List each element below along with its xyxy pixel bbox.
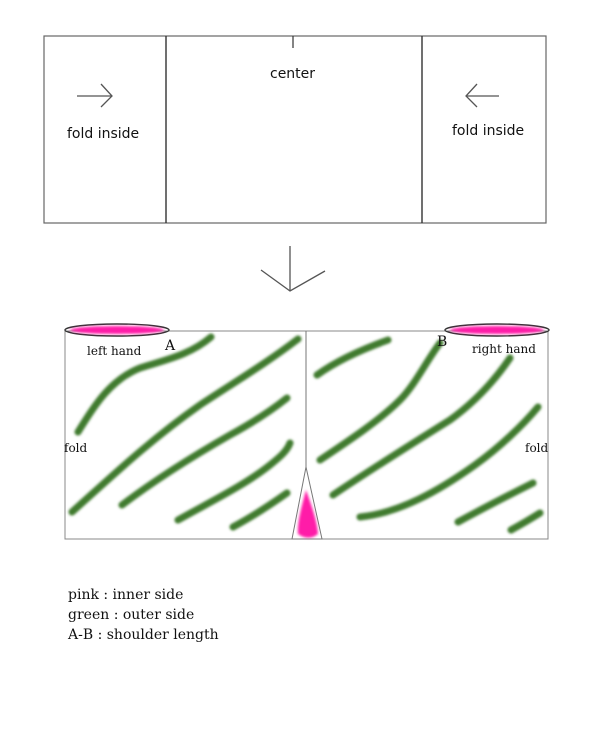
green-stripe <box>507 509 544 534</box>
left-fold-inside-label: fold inside <box>67 126 139 142</box>
legend-green: green : outer side <box>68 607 195 623</box>
right-fold-inside-label: fold inside <box>452 123 524 139</box>
right-hand-label: right hand <box>472 342 536 356</box>
legend: pink : inner side green : outer side A-B… <box>68 585 219 645</box>
green-stripe <box>74 333 215 436</box>
center-gusset-pink-mark <box>297 490 318 538</box>
top-fabric-panel: center fold inside fold inside <box>43 35 547 224</box>
right-hand-pink-mark <box>444 323 550 337</box>
green-stripe <box>68 335 302 516</box>
down-arrow-icon <box>260 246 326 292</box>
legend-pink: pink : inner side <box>68 587 184 603</box>
green-stripe <box>313 336 392 379</box>
right-fold-label: fold <box>525 441 549 455</box>
green-stripe <box>316 339 444 464</box>
legend-ab: A-B : shoulder length <box>68 627 219 643</box>
left-fold-label: fold <box>64 441 88 455</box>
green-stripes <box>68 333 544 534</box>
top-fabric-outline <box>43 35 547 224</box>
left-arrow-icon <box>465 83 499 108</box>
green-stripe <box>118 394 291 509</box>
left-hand-label: left hand <box>87 344 142 358</box>
green-stripe <box>356 403 542 521</box>
green-stripe <box>329 354 514 499</box>
center-gusset-outline <box>291 466 323 540</box>
center-label: center <box>270 66 315 82</box>
bottom-fabric-panel: A B left hand right hand fold fold <box>64 323 550 540</box>
green-stripe <box>454 479 537 526</box>
right-arrow-icon <box>77 83 113 108</box>
left-hand-pink-mark <box>64 323 170 337</box>
point-a-label: A <box>164 338 176 354</box>
point-b-label: B <box>437 334 447 350</box>
green-stripe <box>174 439 294 524</box>
green-stripe <box>229 489 291 531</box>
